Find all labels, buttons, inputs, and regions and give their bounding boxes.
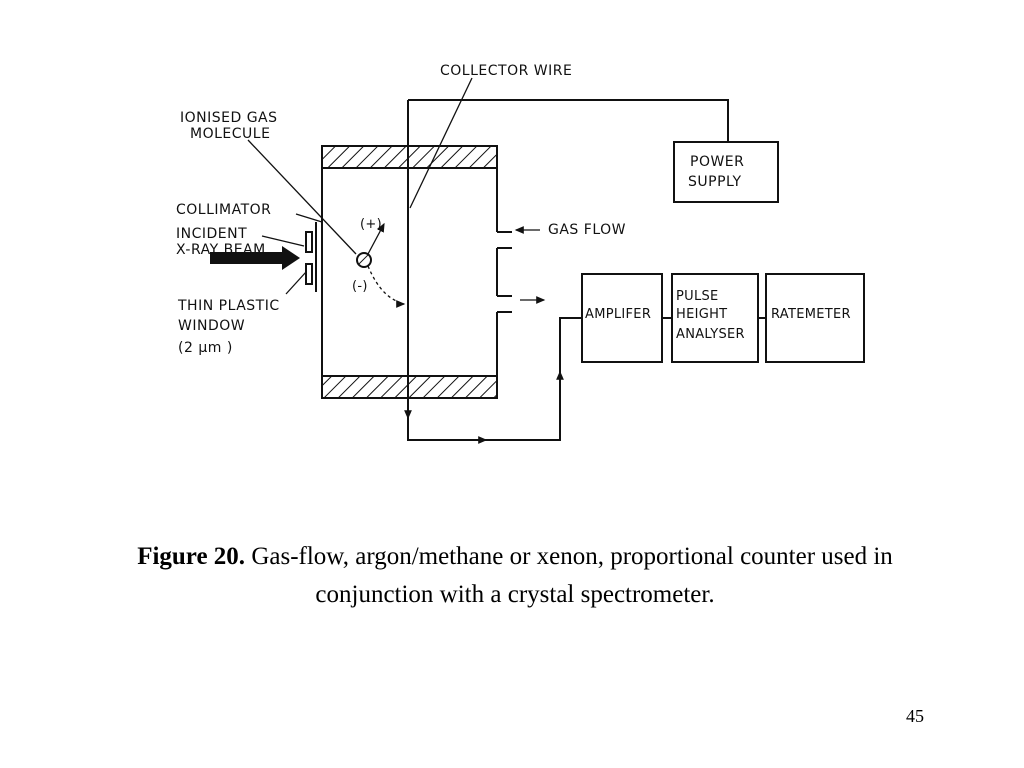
label-power: POWER [690,154,744,170]
label-ionised-gas: IONISED GAS [180,110,278,126]
label-minus: (-) [352,279,368,294]
label-collector-wire: COLLECTOR WIRE [440,63,572,79]
label-molecule: MOLECULE [190,126,270,142]
label-pulse: PULSE [676,289,719,304]
ionised-molecule [356,222,406,308]
xray-beam-arrow [210,246,300,270]
label-collimator: COLLIMATOR [176,202,271,218]
window-collimator [210,222,317,292]
label-amplifier: AMPLIFER [585,307,651,322]
label-analyser: ANALYSER [676,327,745,342]
label-thickness: (2 μm ) [178,340,233,356]
leader-lines [247,77,473,295]
gas-ports [497,226,546,313]
label-ratemeter: RATEMETER [771,307,851,322]
label-incident: INCIDENT [176,226,247,242]
label-plus: (+) [360,217,382,232]
label-gas-flow: GAS FLOW [548,222,626,238]
label-xray-beam: X-RAY BEAM [176,242,266,258]
figure-caption: Figure 20. Gas-flow, argon/methane or xe… [80,538,950,614]
collector-wire [404,99,729,444]
page-number: 45 [906,706,924,726]
label-thin-plastic: THIN PLASTIC [177,298,280,314]
power-supply-box [673,141,779,203]
counter-chamber [321,145,498,399]
caption-text: Gas-flow, argon/methane or xenon, propor… [251,543,893,608]
label-height: HEIGHT [676,307,727,322]
label-window: WINDOW [178,318,245,334]
label-supply: SUPPLY [688,174,742,190]
caption-label: Figure 20. [137,543,246,570]
